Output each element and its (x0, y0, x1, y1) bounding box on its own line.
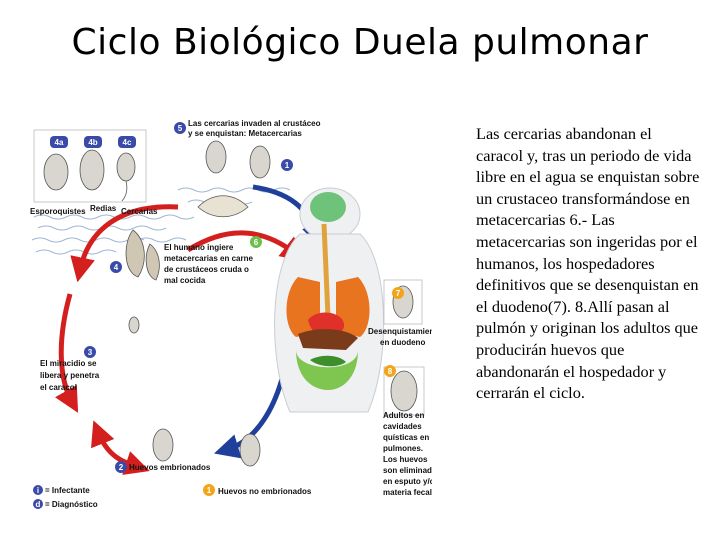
step-6-label-line4: mal cocida (164, 276, 206, 285)
svg-text:6: 6 (254, 238, 259, 247)
cercaria-icon (116, 152, 136, 182)
legend-infective-label: = Infectante (45, 486, 90, 495)
step-4-bubble: 4 (110, 261, 122, 273)
step-8-label-line6: son eliminados (383, 466, 432, 475)
embryonated-egg-icon (152, 428, 174, 462)
step-6-label-line3: de crustáceos cruda o (164, 265, 249, 274)
step-6-bubble: 6 (250, 236, 262, 248)
step-5-label-line1: Las cercarias invaden al crustáceo (188, 119, 321, 128)
svg-text:1: 1 (285, 161, 290, 170)
human-figure (274, 187, 385, 413)
svg-text:2: 2 (119, 463, 124, 472)
step-6-label-line2: metacercarias en carne (164, 254, 254, 263)
liver-icon (298, 329, 358, 350)
step-7-label-line1: Desenquistamiento (368, 327, 432, 336)
step-7-label-line2: en duodeno (380, 338, 425, 347)
right-lung-icon (336, 277, 370, 337)
adult-fluke-icon (390, 370, 418, 412)
legend-diagnostic-label: = Diagnóstico (45, 500, 98, 509)
snail-icon (145, 243, 160, 281)
step-8-bubble: 8 (384, 365, 396, 377)
step-2-label: Huevos embrionados (129, 463, 211, 472)
crustacean-icon (197, 195, 249, 218)
step-4b-bubble: 4b (84, 136, 102, 148)
description-text: Las cercarias abandonan el caracol y, tr… (476, 124, 700, 403)
step-2-bubble: 2 (115, 461, 127, 473)
step-8-label-line7: en esputo y/o (383, 477, 432, 486)
svg-text:4a: 4a (55, 138, 64, 147)
svg-text:3: 3 (88, 348, 93, 357)
step-4c-bubble: 4c (118, 136, 136, 148)
svg-text:4c: 4c (123, 138, 132, 147)
svg-text:4b: 4b (88, 138, 97, 147)
step-7-bubble: 7 (392, 287, 404, 299)
step-3-bubble: 3 (84, 346, 96, 358)
svg-text:7: 7 (396, 289, 401, 298)
step-1-label: Huevos no embrionados (218, 487, 312, 496)
step-5-bubble: 5 (174, 122, 186, 134)
svg-text:1: 1 (207, 486, 212, 495)
step-3-label-line1: El miracidio se (40, 359, 97, 368)
redia-icon (79, 149, 105, 191)
lifecycle-diagram: 5 4a 4b 4c 4 6 3 7 8 2 1 1 Las cercarias… (30, 119, 432, 509)
step-1-bubble: 1 (203, 484, 215, 496)
step-8-label-line8: materia fecal (383, 488, 432, 497)
cycle-arrow-red-step6 (186, 230, 306, 262)
step-8-label-line3: quísticas en (383, 433, 429, 442)
step-8-label-line2: cavidades (383, 422, 422, 431)
snail-icon (125, 229, 145, 278)
step-3-label-line3: el caracol (40, 383, 77, 392)
cycle-arrow-red-lower (91, 420, 150, 475)
cycle-arrow-red-left (54, 293, 79, 413)
step-5-label-line2: y se enquistan: Metacercarias (188, 129, 302, 138)
slide-title: Ciclo Biológico Duela pulmonar (71, 22, 649, 63)
unembryonated-egg-icon (239, 433, 261, 467)
step-1-marker-bubble: 1 (281, 159, 293, 171)
step-4a-label: Esporoquistes (30, 207, 86, 216)
svg-text:5: 5 (178, 124, 183, 133)
step-8-label-line1: Adultos en (383, 411, 424, 420)
step-6-label-line1: El humano ingiere (164, 243, 234, 252)
step-4b-label: Redias (90, 204, 117, 213)
step-4c-label: Cercarias (121, 207, 158, 216)
svg-text:8: 8 (388, 367, 393, 376)
legend: i = Infectante d = Diagnóstico (33, 485, 98, 509)
miracidium-icon (128, 316, 140, 334)
step-3-label-line2: libera y penetra (40, 371, 100, 380)
metacercaria-icon (205, 140, 227, 174)
step-8-label-line4: pulmones. (383, 444, 423, 453)
step-8-label-line5: Los huevos (383, 455, 428, 464)
step-4a-bubble: 4a (50, 136, 68, 148)
brain-icon (310, 192, 346, 222)
sporocyst-icon (43, 153, 69, 191)
metacercaria-icon (249, 145, 271, 179)
esophagus-icon (321, 223, 331, 318)
legend-diagnostic-num: d (36, 500, 41, 509)
intestine-icon (296, 350, 358, 390)
svg-text:4: 4 (114, 263, 119, 272)
cycle-arrow-red-upper (70, 204, 179, 283)
legend-infective-num: i (37, 486, 39, 495)
